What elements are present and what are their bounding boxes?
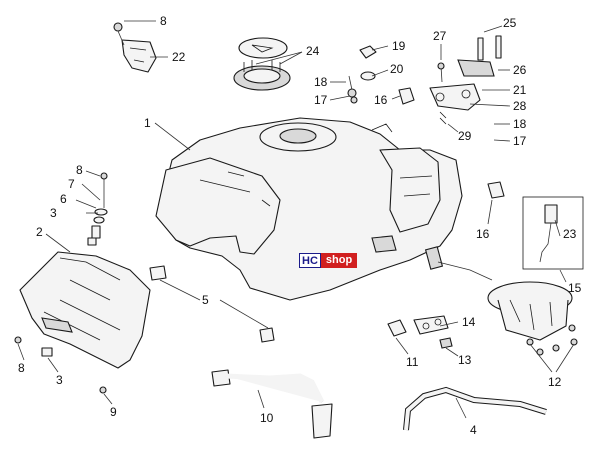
label-22: 22: [172, 50, 186, 64]
fuel-tank-part: [155, 117, 463, 301]
label-1: 1: [144, 116, 151, 130]
rubber-pad-part-2: [259, 327, 275, 343]
label-2: 2: [36, 225, 43, 239]
label-8-top: 8: [160, 14, 167, 28]
label-3-bottom: 3: [56, 373, 63, 387]
bolt-stack-part: [87, 172, 108, 246]
small-bracket-part: [387, 315, 453, 349]
label-17-left: 17: [314, 93, 328, 107]
grommet-part: [41, 347, 53, 357]
shop-text: shop: [320, 253, 358, 268]
label-10: 4: [470, 423, 477, 437]
hc-shop-watermark: HC shop: [299, 253, 358, 268]
label-3-top: 3: [50, 206, 57, 220]
part-number-labels: 8 22 24 19 20 18 17 16 27 25 26 21 28 29…: [18, 14, 582, 437]
pump-flange-part: [424, 246, 573, 341]
label-27: 27: [433, 29, 447, 43]
label-15: 15: [568, 281, 582, 295]
label-5: 7: [68, 177, 75, 191]
support-bracket-part: [429, 35, 502, 125]
label-9: 10: [260, 411, 274, 425]
label-7: 5: [202, 293, 209, 307]
fuel-pump-part: [522, 196, 584, 270]
label-26: 26: [513, 63, 527, 77]
label-8-left: 8: [18, 361, 25, 375]
fairing-panel-part: [19, 251, 151, 369]
label-18-left: 18: [314, 75, 328, 89]
screw-8-left: [14, 336, 22, 344]
hose-part-2: [403, 386, 547, 431]
screw-8-bottom: [99, 386, 107, 394]
leader-lines: [17, 20, 575, 419]
label-12: 12: [548, 375, 562, 389]
label-6: 8: [76, 163, 83, 177]
label-13: 13: [458, 353, 472, 367]
clip-part: [398, 87, 415, 105]
label-18-right: 18: [513, 117, 527, 131]
label-14: 14: [462, 315, 476, 329]
clip-part-right: [487, 181, 505, 199]
label-4: 6: [60, 192, 67, 206]
rubber-pad-part: [149, 265, 167, 281]
label-8-bottom: 9: [110, 405, 117, 419]
screws-set-part: [526, 324, 578, 356]
fuel-cap-part: [233, 37, 291, 91]
label-16-right: 16: [476, 227, 490, 241]
label-17-right: 17: [513, 134, 527, 148]
label-29: 29: [458, 129, 472, 143]
hc-text: HC: [299, 253, 321, 268]
label-24: 24: [306, 44, 320, 58]
label-23: 23: [563, 227, 577, 241]
bracket-part: [113, 22, 157, 73]
label-16-top: 16: [374, 93, 388, 107]
label-20: 20: [390, 62, 404, 76]
washer-part: [359, 45, 377, 81]
label-28: 28: [513, 99, 527, 113]
label-11: 11: [406, 355, 419, 369]
hose-part: [211, 369, 333, 439]
label-21: 21: [513, 83, 527, 97]
label-25: 25: [503, 16, 517, 30]
screw-part: [347, 75, 358, 104]
label-19: 19: [392, 39, 406, 53]
